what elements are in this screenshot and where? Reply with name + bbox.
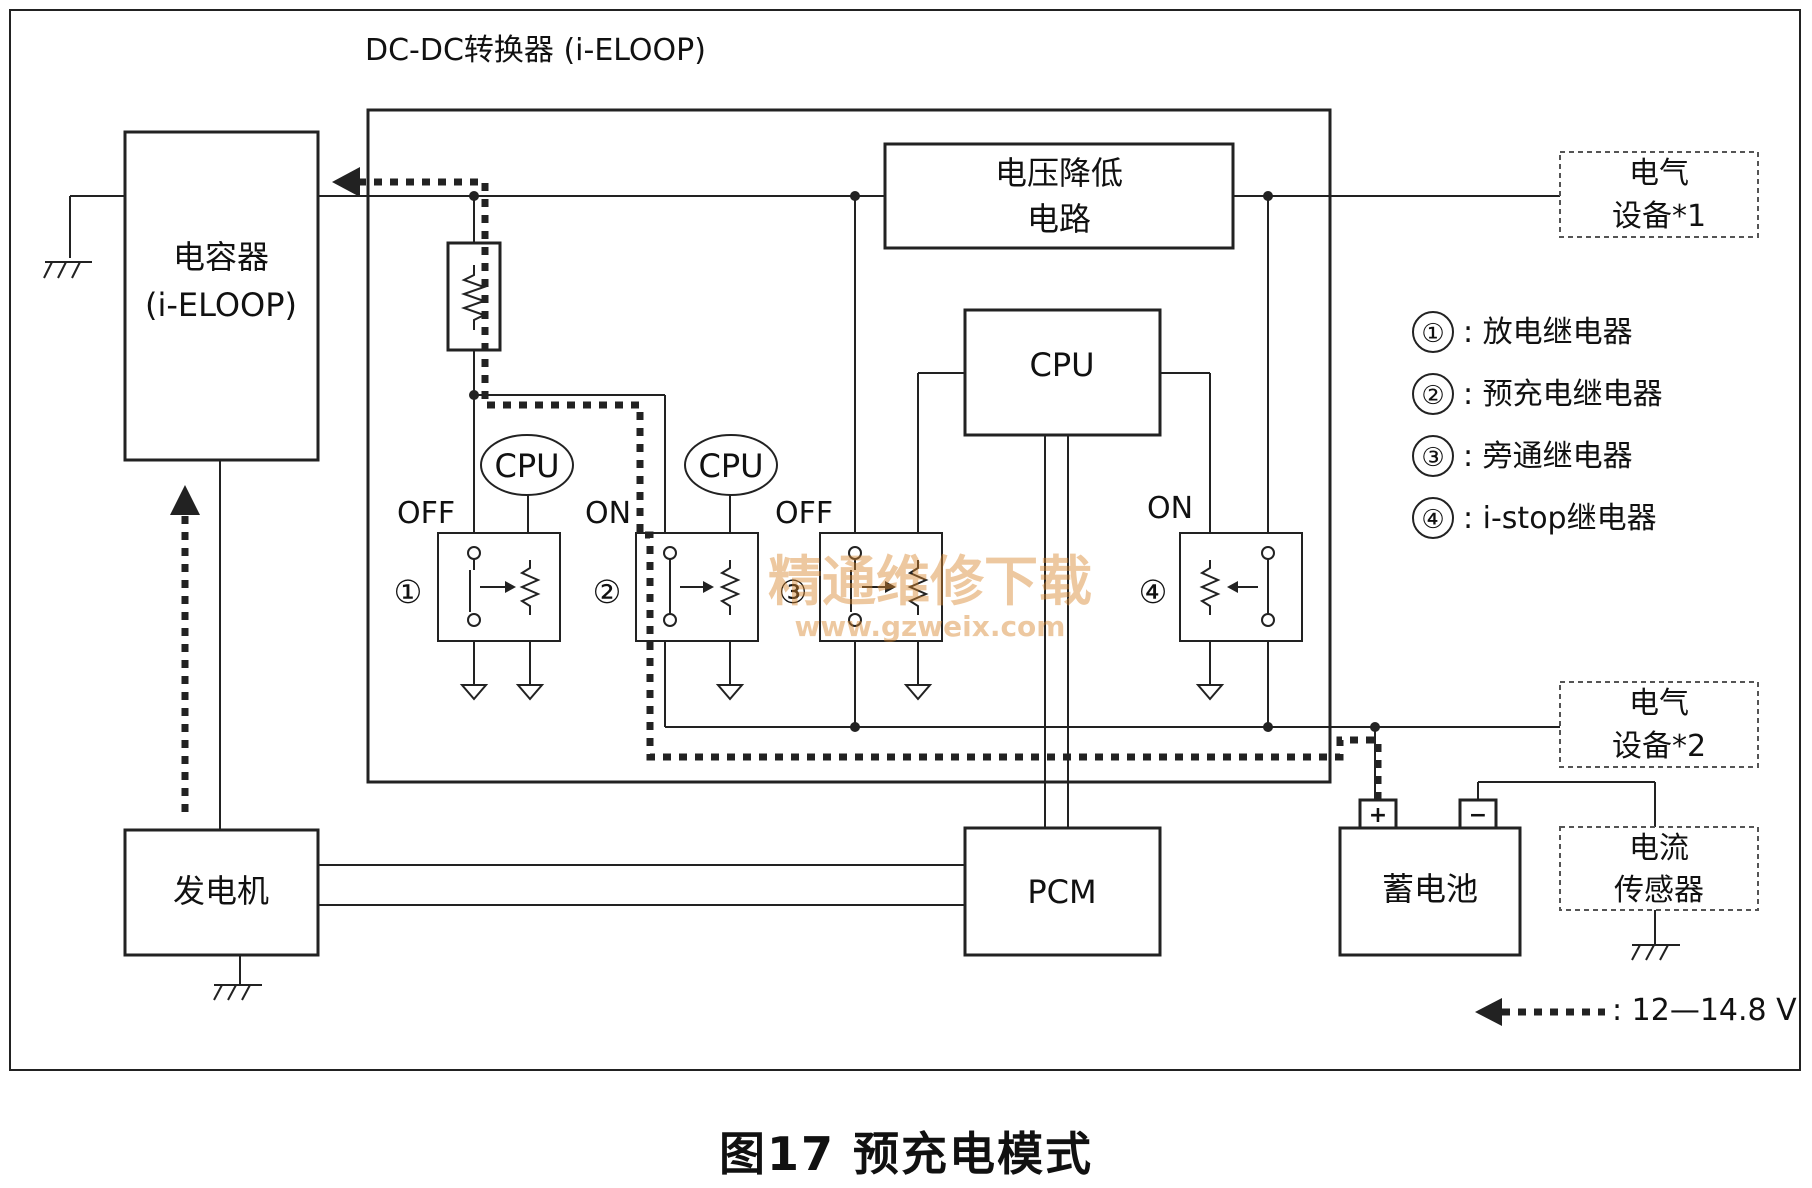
- relay-2-number: ②: [593, 573, 622, 611]
- relay-4-number: ④: [1139, 573, 1168, 611]
- battery-minus-sign: −: [1469, 803, 1487, 828]
- battery-box: [1338, 826, 1522, 957]
- pcm-box: [963, 826, 1162, 957]
- legend-item-1: ① : 放电继电器: [1412, 311, 1633, 353]
- capacitor-sublabel: (i-ELOOP): [145, 286, 297, 324]
- battery-plus-sign: +: [1369, 803, 1387, 828]
- svg-text:③: ③: [1421, 443, 1444, 473]
- electrical-device-2-box: [1559, 681, 1759, 768]
- current-sensor-box: [1559, 826, 1759, 911]
- relay-cpu-oval-2: CPU: [684, 434, 778, 496]
- cpu-box: [963, 308, 1162, 437]
- step-down-sublabel: 电路: [1027, 200, 1091, 238]
- electrical-device-1-sublabel: 设备*1: [1612, 199, 1706, 234]
- legend-item-3: ③ : 旁通继电器: [1412, 435, 1633, 477]
- relay-legend: ① : 放电继电器 ② : 预充电继电器 ③ : 旁通继电器 ④ : i-sto…: [1412, 311, 1663, 539]
- precharge-current-path: [170, 167, 1382, 812]
- electrical-device-1-box: [1559, 151, 1759, 238]
- generator-box: [123, 828, 320, 957]
- step-down-label: 电压降低: [995, 154, 1123, 192]
- flow-legend-label: : 12—14.8 V: [1612, 993, 1797, 1028]
- dcdc-converter-block: [366, 108, 1332, 784]
- relay-cpu-label-1: CPU: [494, 447, 559, 485]
- resistor: [446, 241, 502, 352]
- svg-text:①: ①: [1421, 319, 1444, 349]
- watermark-url: www.gzweix.com: [795, 610, 1066, 643]
- junction-dots: [469, 191, 1380, 732]
- dcdc-title: DC-DC转换器 (i-ELOOP): [365, 33, 706, 68]
- legend-item-4: ④ : i-stop继电器: [1412, 497, 1657, 539]
- relay-ground-triangles: [459, 684, 1225, 701]
- current-sensor-sublabel: 传感器: [1614, 873, 1704, 908]
- legend-item-2: ② : 预充电继电器: [1412, 373, 1663, 415]
- generator-label: 发电机: [173, 872, 269, 910]
- relay-cpu-label-2: CPU: [698, 447, 763, 485]
- svg-text:②: ②: [1421, 381, 1444, 411]
- legend-text-4: : i-stop继电器: [1463, 501, 1657, 536]
- flow-legend: : 12—14.8 V: [1475, 993, 1797, 1028]
- capacitor-box: [123, 130, 320, 462]
- legend-text-2: : 预充电继电器: [1463, 377, 1663, 412]
- relay-1-state: OFF: [397, 496, 455, 531]
- ground-symbol-generator: [213, 984, 262, 1001]
- svg-text:④: ④: [1421, 505, 1444, 535]
- wiring: [69, 195, 1656, 985]
- cpu-label: CPU: [1029, 346, 1094, 384]
- ground-symbol-current-sensor: [1631, 944, 1680, 961]
- battery-label: 蓄电池: [1382, 870, 1478, 908]
- pcm-label: PCM: [1027, 873, 1096, 911]
- legend-text-3: : 旁通继电器: [1463, 439, 1633, 474]
- electrical-device-2-sublabel: 设备*2: [1612, 729, 1706, 764]
- watermark-title: 精通维修下载: [768, 550, 1092, 613]
- legend-text-1: : 放电继电器: [1463, 315, 1633, 350]
- relay-4: [1179, 532, 1303, 642]
- relay-2: [635, 532, 759, 642]
- relay-4-state: ON: [1147, 491, 1193, 526]
- ground-symbol-capacitor: [43, 261, 92, 279]
- diagram-frame: [9, 9, 1801, 1071]
- relay-cpu-oval-1: CPU: [480, 434, 574, 496]
- relay-3-number: ③: [779, 573, 808, 611]
- electrical-device-1-label: 电气: [1629, 156, 1689, 191]
- step-down-circuit-box: [883, 142, 1235, 250]
- relay-2-state: ON: [585, 496, 631, 531]
- relay-3-state: OFF: [775, 496, 833, 531]
- relay-3: [819, 532, 943, 642]
- electrical-device-2-label: 电气: [1629, 686, 1689, 721]
- relay-1-number: ①: [394, 573, 423, 611]
- current-sensor-label: 电流: [1629, 831, 1689, 866]
- watermark: 精通维修下载 www.gzweix.com: [768, 550, 1092, 643]
- capacitor-label: 电容器: [173, 238, 269, 276]
- relay-1: [437, 532, 561, 642]
- figure-caption: 图17 预充电模式: [718, 1127, 1094, 1181]
- battery-minus-terminal: [1458, 798, 1498, 830]
